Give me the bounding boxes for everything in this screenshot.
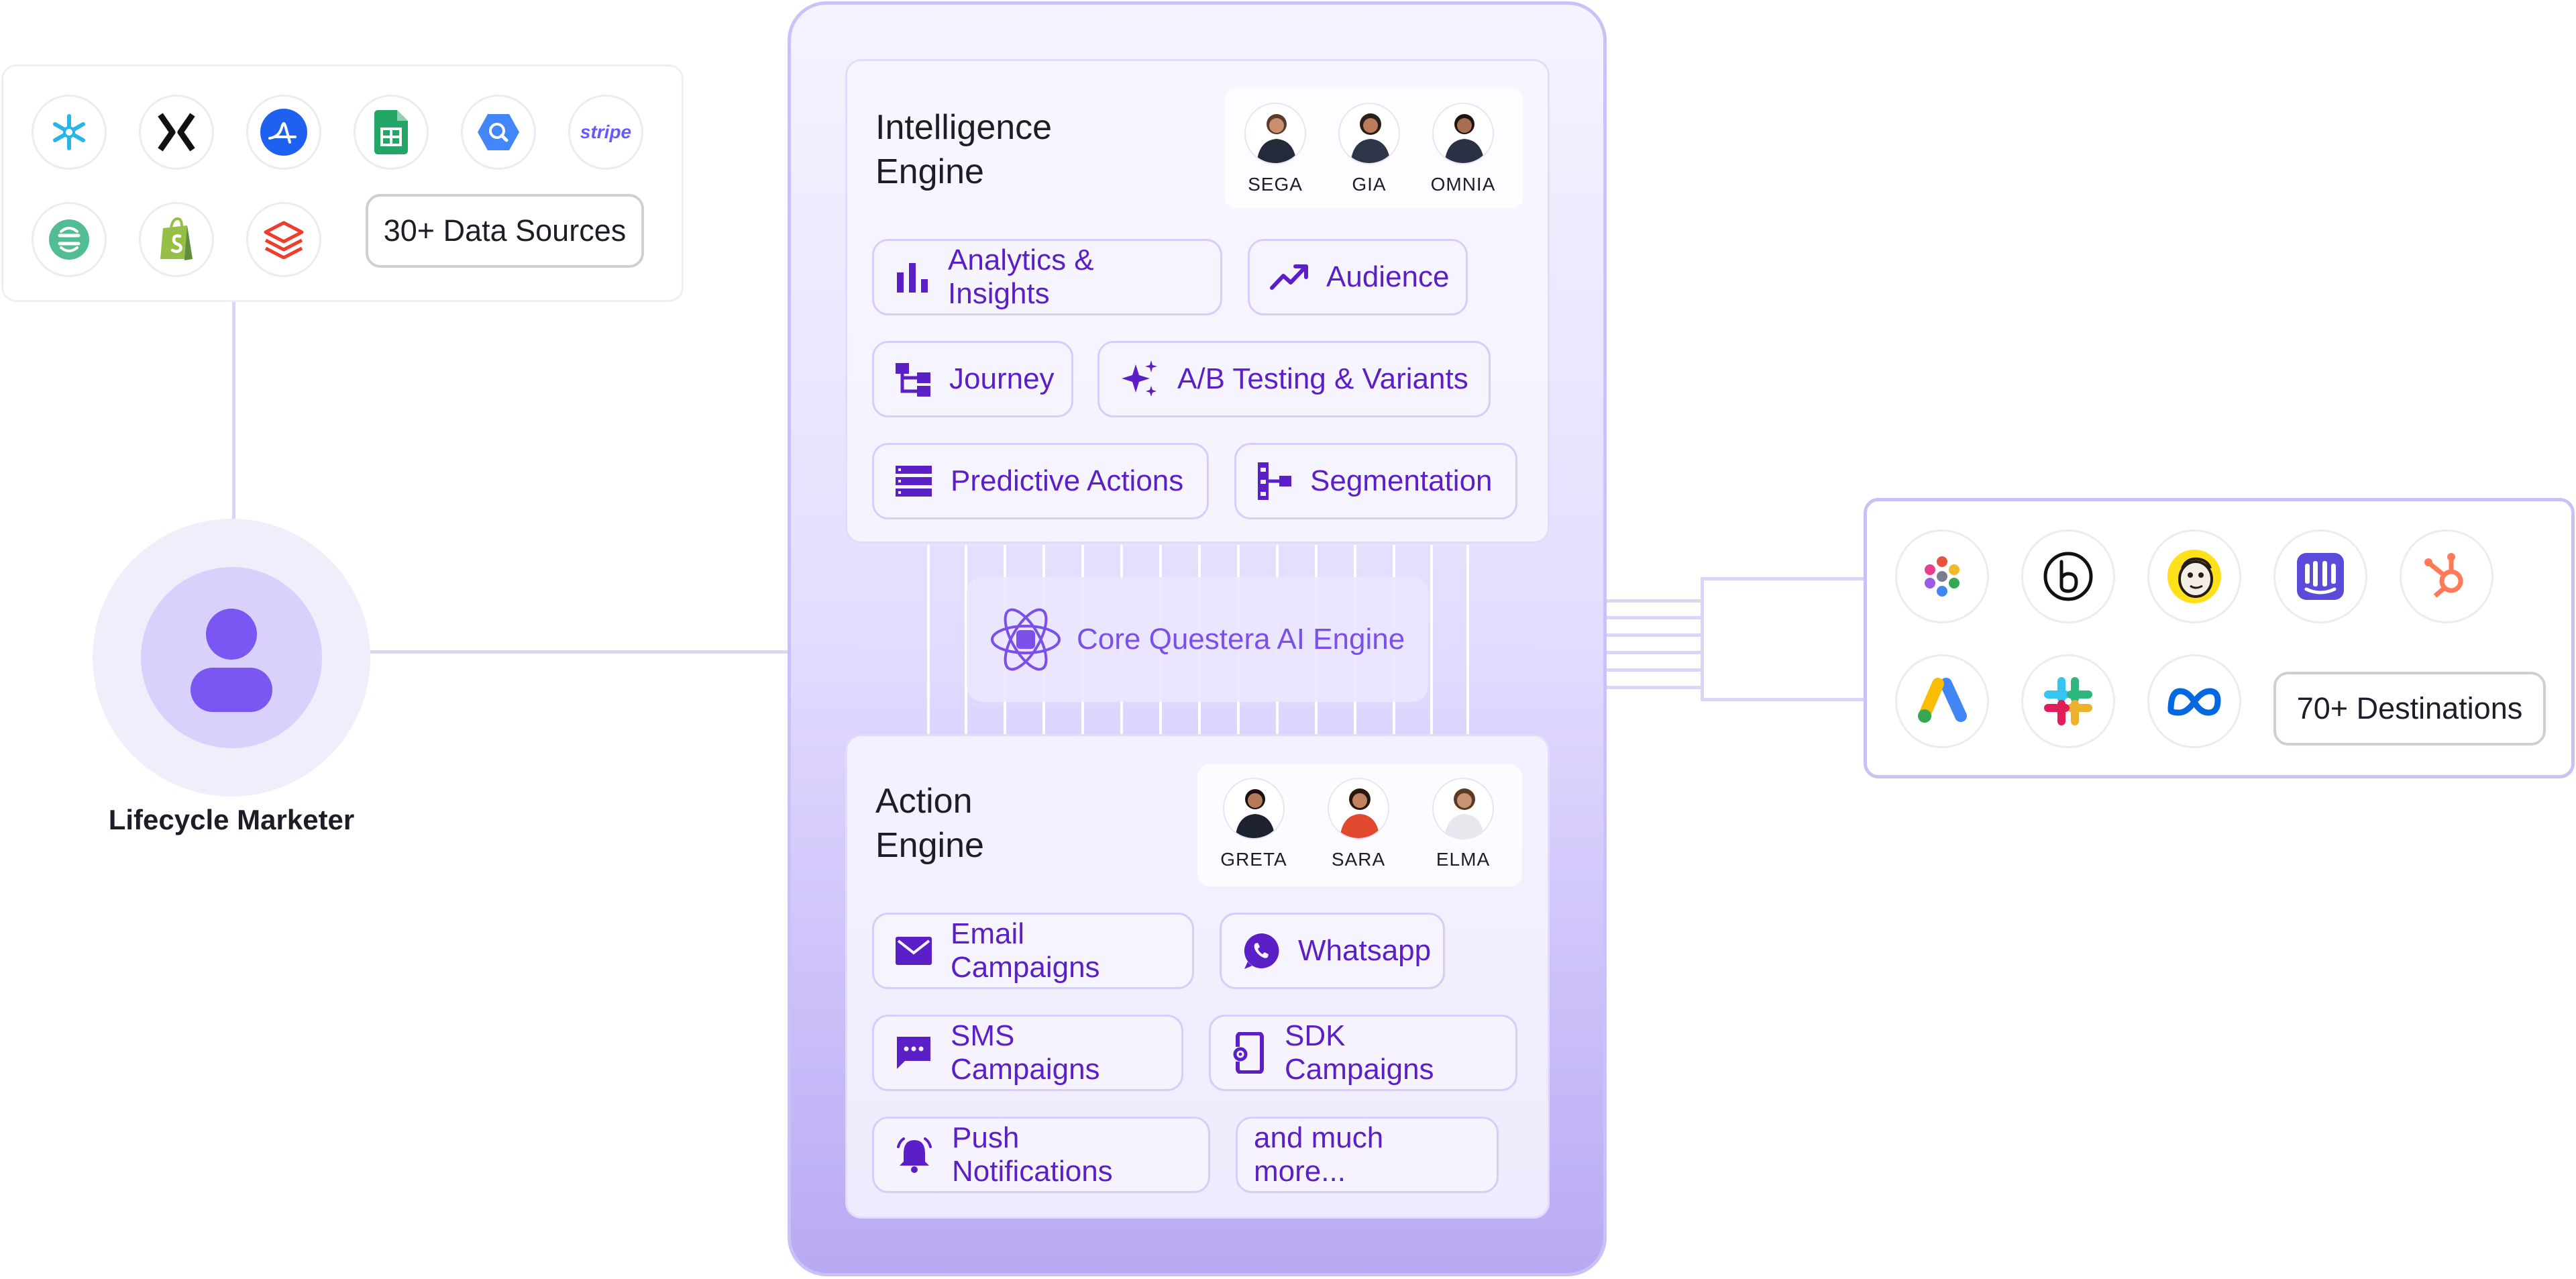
agent-greta: GRETA bbox=[1214, 778, 1294, 870]
chip-and-much-more[interactable]: and much more... bbox=[1236, 1117, 1499, 1193]
pinwheel-icon bbox=[1895, 529, 1989, 623]
agent-avatar bbox=[1328, 778, 1389, 839]
chip-sdk-campaigns[interactable]: SDK Campaigns bbox=[1209, 1015, 1517, 1091]
chip-sms-campaigns[interactable]: SMS Campaigns bbox=[872, 1015, 1183, 1091]
shopify-icon bbox=[139, 202, 214, 277]
connector-sources-to-marketer bbox=[232, 294, 235, 519]
destinations-card: 70+ Destinations bbox=[1864, 498, 2575, 778]
core-ai-engine: Core Questera AI Engine bbox=[967, 577, 1428, 702]
agent-avatar bbox=[1432, 778, 1494, 839]
intercom-icon bbox=[2273, 529, 2367, 623]
data-sources-count-badge: 30+ Data Sources bbox=[366, 194, 644, 268]
sparkles-icon bbox=[1122, 360, 1157, 397]
agent-omnia: OMNIA bbox=[1423, 103, 1503, 195]
segment-icon bbox=[32, 202, 107, 277]
google-sheets-icon bbox=[354, 95, 429, 170]
chip-whatsapp[interactable]: Whatsapp bbox=[1220, 913, 1445, 989]
agent-avatar bbox=[1223, 778, 1285, 839]
hierarchy-icon bbox=[1258, 462, 1291, 500]
mailchimp-icon bbox=[2147, 529, 2241, 623]
meta-icon bbox=[2147, 654, 2241, 748]
chip-audience[interactable]: Audience bbox=[1248, 239, 1468, 315]
action-engine-title: Action Engine bbox=[875, 782, 984, 865]
agent-elma: ELMA bbox=[1423, 778, 1503, 870]
chip-journey[interactable]: Journey bbox=[872, 341, 1073, 417]
google-ads-icon bbox=[1895, 654, 1989, 748]
agent-avatar bbox=[1244, 103, 1306, 164]
agent-sega: SEGA bbox=[1235, 103, 1316, 195]
chip-ab-testing[interactable]: A/B Testing & Variants bbox=[1097, 341, 1491, 417]
databricks-icon bbox=[246, 202, 321, 277]
stripe-icon: stripe bbox=[568, 95, 643, 170]
flow-tree-icon bbox=[896, 363, 930, 397]
mixpanel-icon bbox=[139, 95, 214, 170]
snowflake-icon bbox=[32, 95, 107, 170]
bar-chart-icon bbox=[897, 263, 928, 293]
hubspot-icon bbox=[2400, 529, 2493, 623]
agent-avatar bbox=[1432, 103, 1494, 164]
data-sources-card: stripe 30+ Data Sources bbox=[1, 64, 684, 302]
destinations-count-badge: 70+ Destinations bbox=[2273, 672, 2546, 746]
chip-email-campaigns[interactable]: Email Campaigns bbox=[872, 913, 1194, 989]
chat-bubble-icon bbox=[897, 1037, 930, 1069]
trending-up-icon bbox=[1270, 264, 1308, 290]
user-icon bbox=[191, 609, 272, 712]
action-agents: GRETA SARA ELMA bbox=[1197, 764, 1522, 886]
bell-icon bbox=[897, 1137, 932, 1173]
chip-analytics-insights[interactable]: Analytics & Insights bbox=[872, 239, 1222, 315]
amplitude-icon bbox=[246, 95, 321, 170]
atom-icon bbox=[991, 608, 1061, 671]
agent-avatar bbox=[1338, 103, 1400, 164]
intelligence-agents: SEGA GIA OMNIA bbox=[1224, 88, 1523, 209]
mobile-settings-icon bbox=[1232, 1032, 1264, 1074]
chip-segmentation[interactable]: Segmentation bbox=[1234, 443, 1517, 519]
bigquery-icon bbox=[461, 95, 536, 170]
marketer-avatar bbox=[93, 519, 370, 797]
slack-icon bbox=[2021, 654, 2115, 748]
chip-push-notifications[interactable]: Push Notifications bbox=[872, 1117, 1210, 1193]
connector-marketer-to-engine bbox=[370, 650, 788, 654]
agent-sara: SARA bbox=[1318, 778, 1399, 870]
intelligence-engine-title: Intelligence Engine bbox=[875, 108, 1053, 191]
list-rows-icon bbox=[896, 466, 932, 497]
agent-gia: GIA bbox=[1329, 103, 1409, 195]
mail-icon bbox=[896, 937, 932, 965]
whatsapp-icon bbox=[1244, 933, 1279, 969]
chip-predictive-actions[interactable]: Predictive Actions bbox=[872, 443, 1209, 519]
braze-icon bbox=[2021, 529, 2115, 623]
marketer-label: Lifecycle Marketer bbox=[108, 804, 355, 835]
